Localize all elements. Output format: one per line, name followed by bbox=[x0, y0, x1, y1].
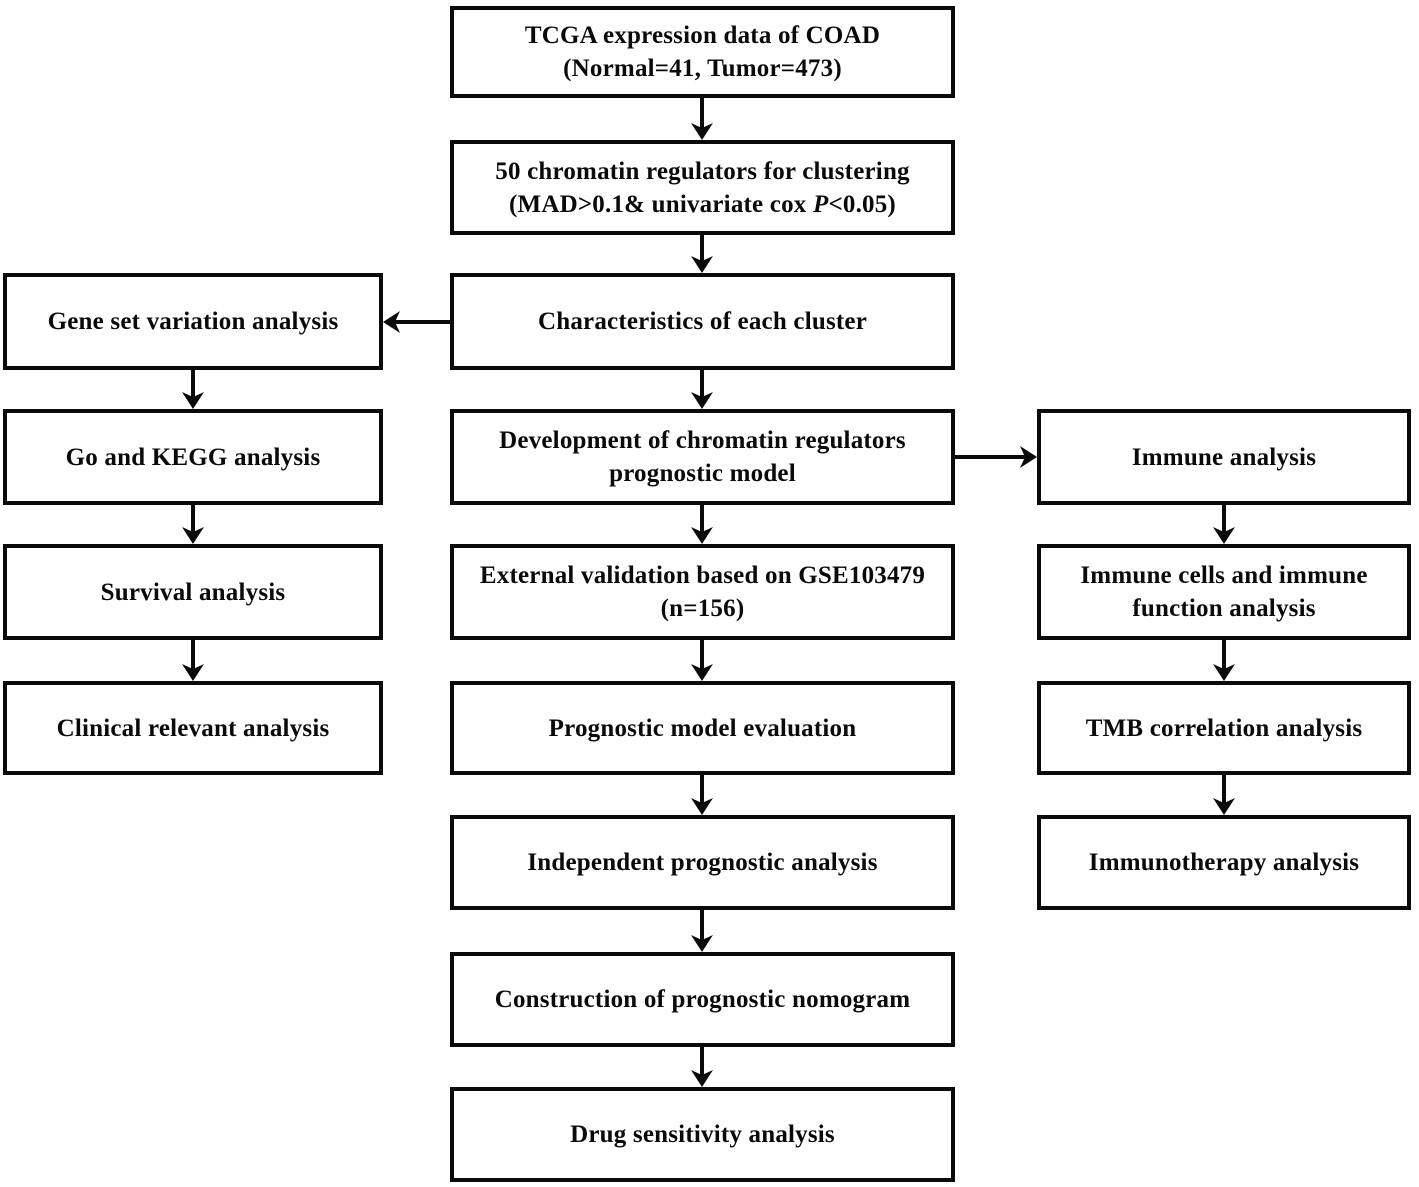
box-text-line: Survival analysis bbox=[100, 578, 286, 606]
box-gene-set-variation-analysis: Gene set variation analysis bbox=[3, 273, 383, 370]
box-text-line: (Normal=41, Tumor=473) bbox=[563, 55, 842, 82]
box-text-line: Characteristics of each cluster bbox=[537, 308, 867, 335]
box-external-validation: External validation based on GSE103479 (… bbox=[450, 544, 955, 640]
box-text-line: TCGA expression data of COAD bbox=[524, 22, 881, 49]
box-text-line: Development of chromatin regulators bbox=[499, 427, 906, 454]
box-immunotherapy-analysis: Immunotherapy analysis bbox=[1037, 815, 1411, 910]
box-text-line: Immunotherapy analysis bbox=[1088, 849, 1360, 876]
box-chromatin-regulators-clustering: 50 chromatin regulators for clustering (… bbox=[450, 140, 955, 235]
box-text-line: Immune cells and immune bbox=[1080, 562, 1368, 589]
box-development-prognostic-model: Development of chromatin regulators prog… bbox=[450, 409, 955, 505]
box-characteristics-of-each-cluster: Characteristics of each cluster bbox=[450, 273, 955, 370]
box-text-line: prognostic model bbox=[609, 460, 796, 487]
box-text-line: function analysis bbox=[1132, 595, 1316, 622]
arrow-nomogram-to-drug bbox=[691, 1045, 713, 1087]
box-text-line: Clinical relevant analysis bbox=[56, 714, 330, 742]
box-independent-prognostic-analysis: Independent prognostic analysis bbox=[450, 815, 955, 910]
arrow-development-to-immune bbox=[953, 446, 1037, 468]
text-fragment: (MAD>0.1& univariate cox bbox=[509, 190, 813, 218]
arrow-independent-to-nomogram bbox=[691, 908, 713, 952]
arrow-tmb-to-immunotherapy bbox=[1213, 773, 1235, 815]
arrow-gsva-to-gokegg bbox=[182, 368, 204, 409]
box-construction-prognostic-nomogram: Construction of prognostic nomogram bbox=[450, 952, 955, 1047]
box-text-line: Independent prognostic analysis bbox=[527, 849, 878, 876]
arrow-development-to-validation bbox=[691, 503, 713, 544]
box-text-line: (MAD>0.1& univariate cox P<0.05) bbox=[509, 188, 896, 221]
box-tmb-correlation-analysis: TMB correlation analysis bbox=[1037, 681, 1411, 775]
box-clinical-relevant-analysis: Clinical relevant analysis bbox=[3, 681, 383, 775]
box-text-line: Go and KEGG analysis bbox=[65, 443, 321, 471]
box-text-line: Drug sensitivity analysis bbox=[570, 1121, 835, 1148]
box-tcga-expression-data: TCGA expression data of COAD (Normal=41,… bbox=[450, 6, 955, 98]
arrow-immunecells-to-tmb bbox=[1213, 638, 1235, 681]
box-survival-analysis: Survival analysis bbox=[3, 544, 383, 640]
box-text-line: External validation based on GSE103479 bbox=[479, 562, 926, 589]
box-text-line: 50 chromatin regulators for clustering bbox=[495, 157, 910, 185]
arrow-immune-to-immunecells bbox=[1213, 503, 1235, 544]
box-text-line: Immune analysis bbox=[1131, 443, 1317, 471]
box-immune-analysis: Immune analysis bbox=[1037, 409, 1411, 505]
box-prognostic-model-evaluation: Prognostic model evaluation bbox=[450, 681, 955, 775]
italic-p-symbol: P bbox=[812, 190, 829, 218]
text-fragment: <0.05) bbox=[828, 190, 896, 218]
box-text-line: Prognostic model evaluation bbox=[548, 714, 857, 742]
box-text-line: TMB correlation analysis bbox=[1085, 714, 1363, 742]
arrow-clustering-to-characteristics bbox=[691, 233, 713, 273]
arrow-survival-to-clinical bbox=[182, 638, 204, 681]
box-drug-sensitivity-analysis: Drug sensitivity analysis bbox=[450, 1087, 955, 1182]
box-text-line: (n=156) bbox=[660, 595, 745, 622]
box-text-line: Gene set variation analysis bbox=[47, 308, 339, 335]
box-immune-cells-function-analysis: Immune cells and immune function analysi… bbox=[1037, 544, 1411, 640]
box-text-line: Construction of prognostic nomogram bbox=[494, 986, 911, 1013]
arrow-characteristics-to-development bbox=[691, 368, 713, 409]
box-go-and-kegg-analysis: Go and KEGG analysis bbox=[3, 409, 383, 505]
arrow-evaluation-to-independent bbox=[691, 773, 713, 815]
arrow-validation-to-evaluation bbox=[691, 638, 713, 681]
arrow-characteristics-to-gsva bbox=[383, 311, 452, 333]
arrow-gokegg-to-survival bbox=[182, 503, 204, 544]
arrow-tcga-to-clustering bbox=[691, 96, 713, 140]
